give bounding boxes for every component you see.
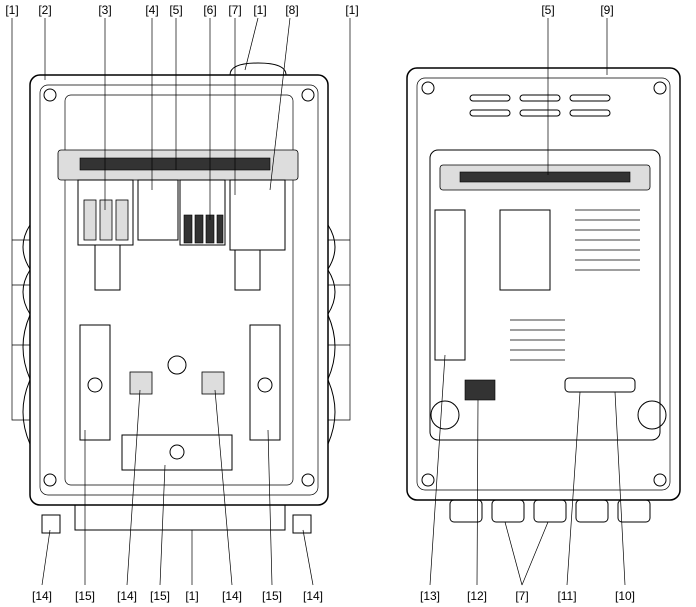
label: [2] — [38, 3, 51, 17]
type-plate — [434, 209, 466, 361]
label: [14] — [32, 589, 52, 603]
label: [15] — [150, 589, 170, 603]
ground-clamp-right — [201, 371, 225, 395]
label: [13] — [420, 589, 440, 603]
vent-slots — [469, 94, 611, 117]
label: [14] — [303, 589, 323, 603]
electronics-cover — [429, 149, 661, 441]
label: [7] — [228, 3, 241, 17]
label: [14] — [117, 589, 137, 603]
label: [6] — [203, 3, 216, 17]
right-enclosure — [406, 67, 681, 523]
top-labels-left: [1] [2] [3] [4] [5] [6] [7] [1] [8] [1] — [5, 3, 358, 17]
left-corner-screws — [43, 88, 315, 487]
label: [10] — [615, 589, 635, 603]
dip-switches — [564, 377, 636, 393]
left-enclosure — [22, 62, 336, 534]
label: [1] — [185, 589, 198, 603]
vent-grille — [510, 209, 640, 361]
bottom-labels-left: [14] [15] [14] [15] [1] [14] [15] [14] — [32, 589, 323, 603]
label: [5] — [169, 3, 182, 17]
ground-symbol — [167, 355, 187, 375]
label: [11] — [557, 589, 576, 603]
label: [12] — [467, 589, 487, 603]
label: [4] — [145, 3, 158, 17]
connector-pins — [79, 157, 271, 171]
strain-relief-bottom — [121, 434, 233, 471]
top-labels-right: [5] [9] — [541, 3, 613, 17]
left-side-glands — [22, 224, 336, 445]
ground-clamp-left — [129, 371, 153, 395]
terminal-block-6 — [179, 179, 226, 246]
strain-relief-left — [79, 324, 111, 441]
strain-relief-right — [249, 324, 281, 441]
plug-12 — [464, 379, 496, 401]
label: [3] — [98, 3, 111, 17]
bottom-labels-right: [13] [12] [7] [11] [10] — [420, 589, 635, 603]
module-4 — [137, 179, 179, 241]
label: [1] — [345, 3, 358, 17]
label: [15] — [75, 589, 95, 603]
label: [8] — [285, 3, 298, 17]
cable-glands — [449, 499, 651, 523]
leader-lines — [11, 17, 626, 586]
label: [5] — [541, 3, 554, 17]
label: [7] — [515, 589, 528, 603]
label: [9] — [600, 3, 613, 17]
label: [1] — [5, 3, 18, 17]
label: [15] — [262, 589, 282, 603]
label: [1] — [253, 3, 266, 17]
label: [14] — [222, 589, 242, 603]
